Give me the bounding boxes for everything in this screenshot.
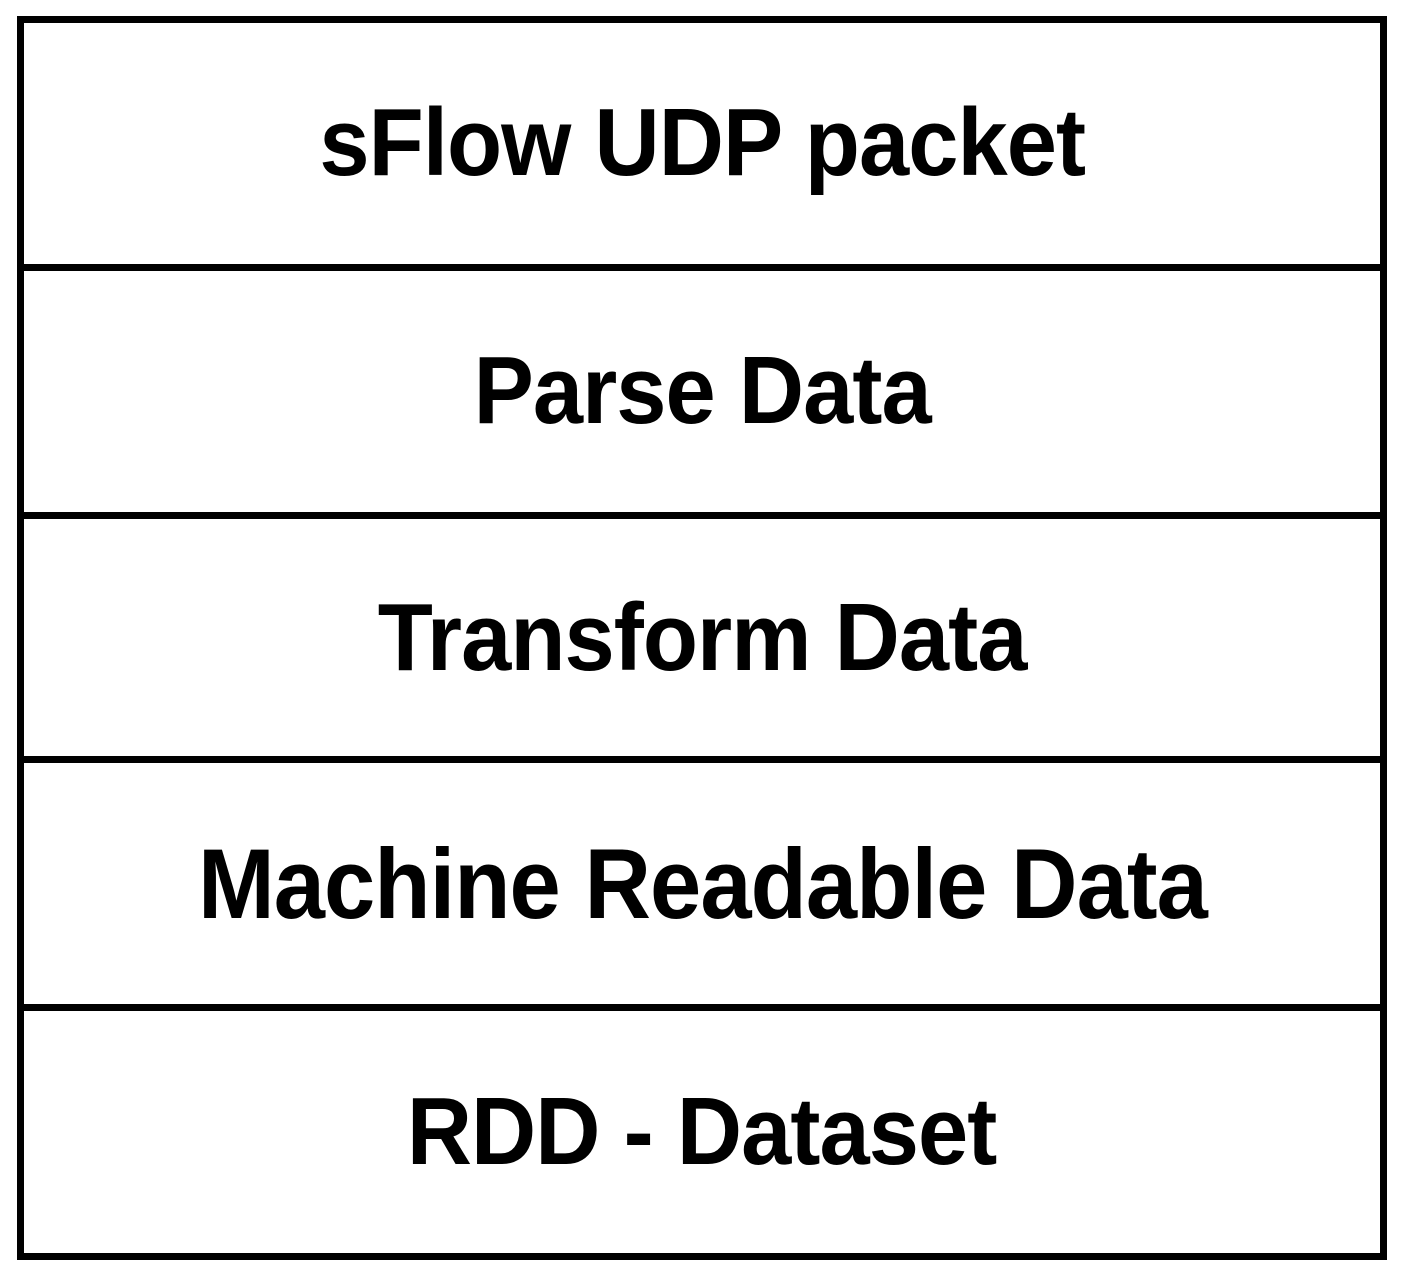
- layer-label: sFlow UDP packet: [319, 89, 1086, 197]
- diagram-layer-transform-data: Transform Data: [24, 519, 1380, 763]
- diagram-layer-rdd-dataset: RDD - Dataset: [24, 1011, 1380, 1253]
- layer-label: Machine Readable Data: [197, 828, 1208, 940]
- diagram-layer-machine-readable-data: Machine Readable Data: [24, 762, 1380, 1012]
- layer-label: Transform Data: [377, 583, 1028, 691]
- diagram-layer-parse-data: Parse Data: [24, 270, 1380, 520]
- layer-label: Parse Data: [473, 337, 931, 445]
- layer-label: RDD - Dataset: [407, 1078, 997, 1186]
- stack-diagram: sFlow UDP packet Parse Data Transform Da…: [17, 16, 1387, 1260]
- diagram-layer-sflow-udp-packet: sFlow UDP packet: [24, 23, 1380, 271]
